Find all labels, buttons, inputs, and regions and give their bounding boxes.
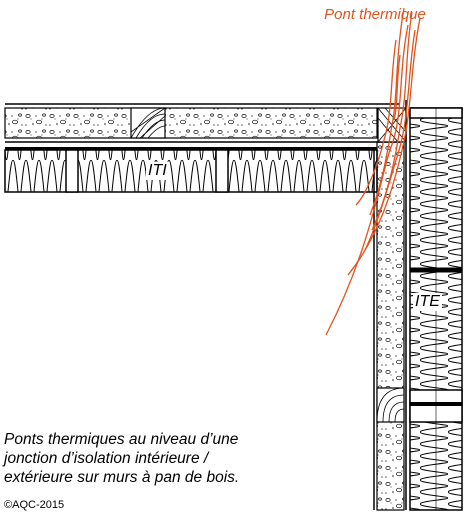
heat-flow-line	[364, 29, 416, 251]
caption-line: extérieure sur murs à pan de bois.	[4, 469, 240, 486]
heat-flow-line	[355, 39, 397, 206]
horizontal-insulation-iti	[4, 147, 378, 193]
heat-flow-line	[393, 54, 401, 121]
heat-flow-line	[325, 24, 409, 336]
ite-label: ITE	[413, 293, 442, 311]
caption-line: Ponts thermiques au niveau d’une	[4, 431, 239, 448]
heat-flow-line	[347, 17, 421, 276]
thermal-bridge-lines	[325, 7, 421, 336]
figure-caption: Ponts thermiques au niveau d’une jonctio…	[4, 430, 304, 487]
vertical-render-layer	[373, 100, 407, 511]
horizontal-wall-post	[130, 107, 166, 139]
caption-line: jonction d’isolation intérieure /	[4, 450, 209, 467]
horizontal-render-layer	[4, 103, 400, 143]
iti-label: ITI	[146, 162, 169, 180]
vertical-wall-post	[376, 387, 405, 423]
vertical-insulation-ite	[409, 107, 463, 511]
heat-flow-line	[369, 7, 405, 216]
thermal-bridge-title: Pont thermique	[324, 6, 426, 23]
copyright-text: ©AQC-2015	[4, 499, 65, 511]
